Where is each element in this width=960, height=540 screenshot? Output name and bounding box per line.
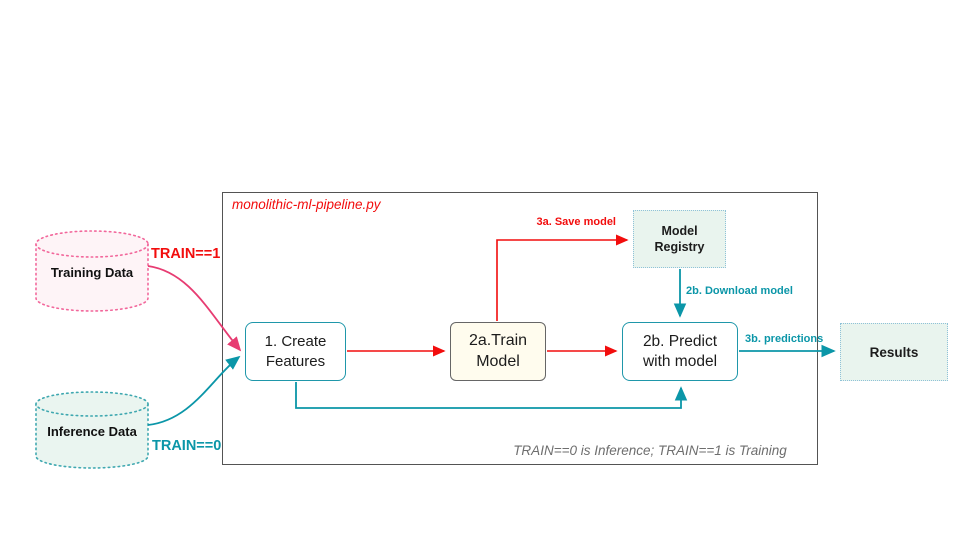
results-label: Results bbox=[869, 344, 919, 360]
edge-training-to-features bbox=[147, 265, 242, 352]
model-registry-node: Model Registry bbox=[633, 210, 726, 268]
create-features-label-line1: 1. Create bbox=[264, 333, 327, 351]
edge-inference-to-features bbox=[147, 355, 241, 426]
train-model-label-line1: 2a.Train bbox=[468, 332, 528, 350]
model-registry-label-line1: Model bbox=[661, 224, 698, 238]
predict-node: 2b. Predict with model bbox=[622, 322, 738, 381]
create-features-label-line2: Features bbox=[265, 352, 326, 370]
training-data-cylinder bbox=[35, 230, 149, 312]
train-model-label-line2: Model bbox=[476, 352, 520, 370]
train-model-node: 2a.Train Model bbox=[450, 322, 546, 381]
save-model-edge-label: 3a. Save model bbox=[536, 216, 617, 228]
footnote: TRAIN==0 is Inference; TRAIN==1 is Train… bbox=[513, 443, 787, 458]
results-node: Results bbox=[840, 323, 948, 381]
predict-label-line1: 2b. Predict bbox=[642, 332, 718, 350]
model-registry-label-line2: Registry bbox=[654, 240, 705, 254]
train-flag-0-label: TRAIN==0 bbox=[152, 438, 222, 454]
predict-label-line2: with model bbox=[642, 352, 718, 370]
download-model-edge-label: 2b. Download model bbox=[686, 285, 793, 297]
predictions-edge-label: 3b. predictions bbox=[745, 333, 824, 345]
inference-data-label: Inference Data bbox=[47, 424, 137, 439]
pipeline-title: monolithic-ml-pipeline.py bbox=[232, 197, 381, 212]
inference-data-cylinder bbox=[35, 391, 149, 469]
edge-features-to-predict bbox=[295, 382, 688, 409]
training-data-label: Training Data bbox=[50, 265, 134, 280]
create-features-node: 1. Create Features bbox=[245, 322, 346, 381]
edge-train-to-registry bbox=[496, 234, 629, 321]
train-flag-1-label: TRAIN==1 bbox=[151, 246, 221, 262]
